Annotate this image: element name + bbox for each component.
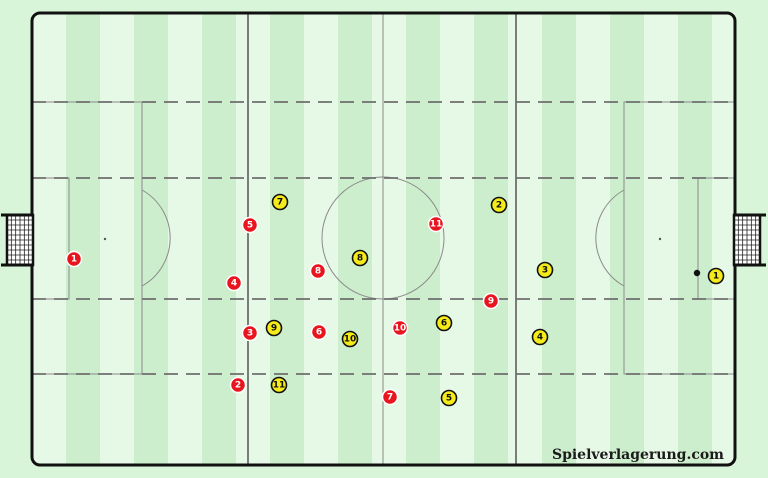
player-number: 2 xyxy=(496,201,502,211)
player-marker xyxy=(265,319,283,337)
player-number: 6 xyxy=(316,328,322,338)
player-red-4[interactable]: 4 xyxy=(225,274,243,292)
pitch-stripe xyxy=(678,13,712,465)
player-marker xyxy=(241,324,259,342)
player-number: 6 xyxy=(441,319,447,329)
player-marker xyxy=(427,215,445,233)
pitch-stripe xyxy=(338,13,372,465)
player-red-1[interactable]: 1 xyxy=(65,250,83,268)
player-yellow-9[interactable]: 9 xyxy=(265,319,283,337)
pitch-stripe xyxy=(202,13,236,465)
player-yellow-11[interactable]: 11 xyxy=(270,376,288,394)
player-marker xyxy=(241,216,259,234)
player-number: 8 xyxy=(315,267,321,277)
player-marker xyxy=(531,328,549,346)
player-number: 2 xyxy=(235,381,241,391)
player-red-8[interactable]: 8 xyxy=(309,262,327,280)
pitch-stripe xyxy=(134,13,168,465)
player-number: 9 xyxy=(488,297,494,307)
player-red-3[interactable]: 3 xyxy=(241,324,259,342)
player-number: 11 xyxy=(273,381,286,391)
player-number: 4 xyxy=(231,279,237,289)
pitch-stripe xyxy=(610,13,644,465)
player-marker xyxy=(310,323,328,341)
pitch-stripe xyxy=(270,13,304,465)
player-yellow-5[interactable]: 5 xyxy=(440,389,458,407)
player-marker xyxy=(391,319,409,337)
player-marker xyxy=(536,261,554,279)
player-number: 8 xyxy=(357,254,363,264)
player-number: 10 xyxy=(394,324,407,334)
player-marker xyxy=(271,193,289,211)
pitch-stripe xyxy=(304,13,338,465)
player-number: 7 xyxy=(277,198,283,208)
player-yellow-2[interactable]: 2 xyxy=(490,196,508,214)
zone-lines xyxy=(32,13,735,465)
player-red-10[interactable]: 10 xyxy=(391,319,409,337)
player-marker xyxy=(490,196,508,214)
player-yellow-10[interactable]: 10 xyxy=(341,330,359,348)
player-number: 4 xyxy=(537,333,543,343)
pitch-stripe xyxy=(712,13,735,465)
left-penalty-spot xyxy=(103,237,107,241)
pitch-stripe xyxy=(440,13,474,465)
goal-net-icon xyxy=(732,213,766,267)
player-marker xyxy=(440,389,458,407)
player-number: 7 xyxy=(387,393,393,403)
player-number: 11 xyxy=(430,220,443,230)
player-number: 1 xyxy=(713,272,719,282)
pitch-stripe xyxy=(542,13,576,465)
player-red-6[interactable]: 6 xyxy=(310,323,328,341)
player-number: 3 xyxy=(247,329,253,339)
player-marker xyxy=(435,314,453,332)
football-icon xyxy=(693,269,701,277)
pitch-stripe xyxy=(576,13,610,465)
right-penalty-spot xyxy=(658,237,662,241)
player-red-7[interactable]: 7 xyxy=(381,388,399,406)
player-marker xyxy=(707,267,725,285)
player-marker xyxy=(381,388,399,406)
player-yellow-8[interactable]: 8 xyxy=(351,249,369,267)
player-yellow-3[interactable]: 3 xyxy=(536,261,554,279)
player-yellow-1[interactable]: 1 xyxy=(707,267,725,285)
player-marker xyxy=(351,249,369,267)
player-number: 1 xyxy=(71,255,77,265)
player-red-9[interactable]: 9 xyxy=(482,292,500,310)
player-marker xyxy=(270,376,288,394)
player-marker xyxy=(65,250,83,268)
player-red-2[interactable]: 2 xyxy=(229,376,247,394)
player-number: 10 xyxy=(344,335,357,345)
player-yellow-4[interactable]: 4 xyxy=(531,328,549,346)
player-marker xyxy=(225,274,243,292)
player-marker xyxy=(482,292,500,310)
player-marker xyxy=(309,262,327,280)
player-number: 5 xyxy=(446,394,452,404)
player-yellow-6[interactable]: 6 xyxy=(435,314,453,332)
player-red-11[interactable]: 11 xyxy=(427,215,445,233)
watermark: Spielverlagerung.com xyxy=(552,447,724,463)
pitch-stripe xyxy=(474,13,508,465)
right-penalty-arc xyxy=(595,189,625,287)
left-penalty-arc xyxy=(141,189,171,287)
player-marker xyxy=(229,376,247,394)
goal-net-icon xyxy=(1,213,35,267)
pitch-stripe xyxy=(236,13,270,465)
player-yellow-7[interactable]: 7 xyxy=(271,193,289,211)
pitch-stripes xyxy=(32,13,735,465)
player-number: 9 xyxy=(271,324,277,334)
player-red-5[interactable]: 5 xyxy=(241,216,259,234)
pitch-stripe xyxy=(66,13,100,465)
player-marker xyxy=(341,330,359,348)
centre-circle xyxy=(321,176,445,300)
pitch-stripe xyxy=(508,13,542,465)
player-number: 5 xyxy=(247,221,253,231)
pitch-stripe xyxy=(406,13,440,465)
pitch-stripe xyxy=(168,13,202,465)
pitch-stripe xyxy=(32,13,66,465)
player-number: 3 xyxy=(542,266,548,276)
